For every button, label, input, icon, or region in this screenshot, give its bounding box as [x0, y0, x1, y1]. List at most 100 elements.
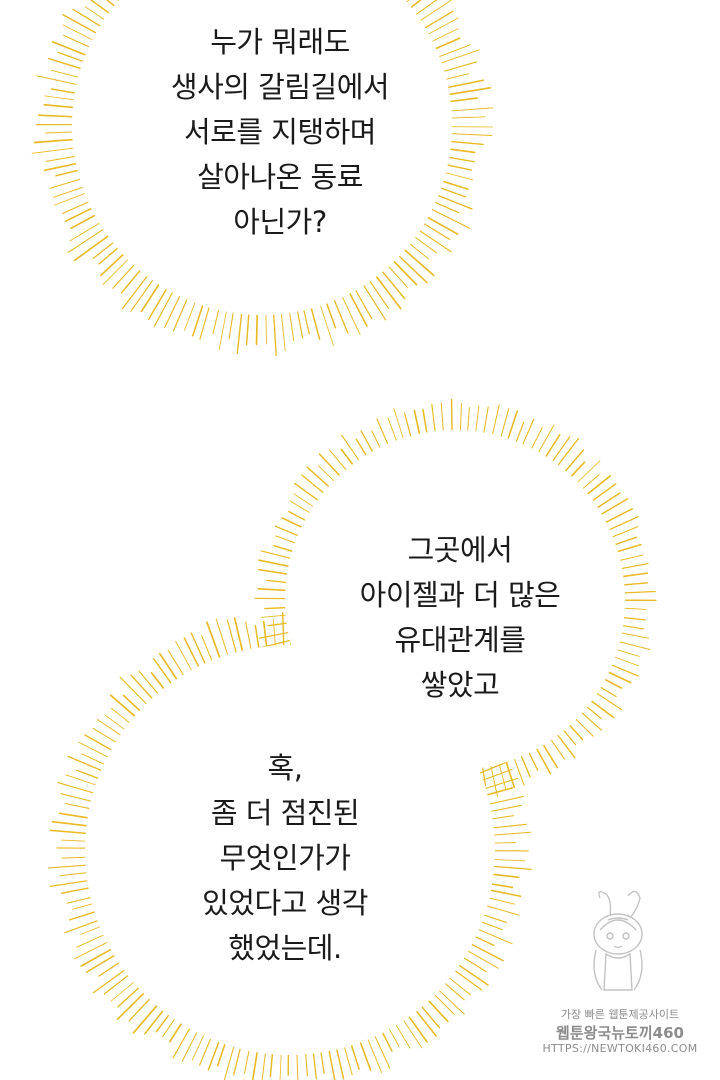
burst-ray	[74, 940, 112, 960]
burst-ray	[64, 802, 94, 810]
burst-ray	[482, 904, 520, 916]
burst-ray	[49, 879, 92, 888]
burst-ray	[172, 295, 190, 332]
burst-ray	[61, 886, 94, 894]
burst-ray	[130, 674, 156, 703]
burst-ray	[102, 256, 132, 286]
burst-ray	[562, 449, 585, 475]
burst-ray	[366, 1035, 383, 1073]
burst-ray	[613, 543, 642, 554]
burst-ray	[619, 616, 646, 621]
burst-ray	[119, 676, 150, 708]
burst-ray	[54, 191, 89, 206]
burst-ray	[393, 1021, 411, 1049]
burst-ray	[85, 952, 119, 973]
burst-ray	[428, 28, 459, 44]
watermark-url: HTTPS://NEWTOKI460.COM	[542, 1042, 698, 1055]
burst-ray	[425, 997, 449, 1023]
burst-ray	[587, 698, 615, 719]
bubble-1-line-5: 아닌가?	[233, 205, 327, 239]
burst-ray	[372, 1032, 391, 1069]
burst-ray	[481, 777, 518, 791]
burst-ray	[233, 617, 245, 656]
burst-ray	[216, 1039, 227, 1067]
burst-ray	[440, 402, 444, 435]
burst-ray	[489, 865, 532, 870]
burst-ray	[168, 1019, 185, 1043]
burst-ray	[207, 1037, 221, 1071]
burst-ray	[60, 793, 96, 803]
burst-ray	[272, 309, 277, 357]
burst-ray	[272, 619, 277, 650]
burst-ray	[128, 995, 153, 1022]
burst-ray	[407, 0, 422, 11]
burst-ray	[482, 406, 489, 437]
burst-ray	[201, 635, 214, 665]
burst-ray	[98, 960, 123, 977]
burst-ray	[607, 662, 640, 677]
burst-ray	[421, 10, 454, 31]
burst-ray	[62, 199, 93, 214]
bubble-1-line-2: 생사의 갈림길에서	[170, 70, 390, 104]
burst-ray	[130, 276, 156, 312]
burst-ray	[380, 1028, 393, 1052]
burst-ray	[413, 409, 422, 439]
burst-ray	[574, 460, 601, 486]
burst-ray	[199, 303, 211, 340]
burst-ray	[579, 474, 600, 492]
bubble-2-line-2: 아이젤과 더 많은	[359, 578, 561, 612]
burst-ray	[257, 568, 292, 576]
burst-ray	[215, 618, 230, 660]
burst-ray	[512, 754, 525, 786]
burst-ray	[444, 156, 476, 163]
burst-ray	[617, 631, 650, 639]
burst-ray	[447, 107, 494, 112]
burst-ray	[379, 267, 406, 300]
burst-ray	[332, 296, 349, 334]
burst-ray	[144, 1006, 167, 1035]
bubble-1-line-1: 누가 뭐래도	[210, 25, 350, 59]
burst-ray	[162, 1015, 178, 1037]
speech-bubble-2-text: 그곳에서 아이젤과 더 많은 유대관계를 쌓았고	[290, 528, 630, 708]
burst-ray	[45, 131, 77, 134]
burst-ray	[226, 619, 238, 657]
burst-ray	[191, 1031, 206, 1061]
burst-ray	[443, 163, 473, 171]
burst-ray	[33, 138, 78, 144]
burst-ray	[288, 308, 295, 342]
burst-ray	[601, 508, 633, 525]
burst-ray	[51, 41, 90, 58]
burst-ray	[486, 804, 522, 813]
burst-ray	[58, 812, 93, 820]
burst-ray	[504, 757, 516, 789]
burst-ray	[80, 946, 116, 967]
burst-ray	[158, 652, 180, 684]
burst-ray	[96, 719, 125, 738]
burst-ray	[281, 517, 306, 530]
burst-ray	[349, 1040, 360, 1070]
burst-ray	[67, 226, 108, 253]
burst-ray	[31, 147, 78, 154]
burst-ray	[460, 955, 487, 973]
burst-ray	[617, 563, 649, 570]
burst-ray	[260, 550, 295, 560]
burst-ray	[167, 649, 186, 679]
burst-ray	[57, 782, 98, 795]
burst-ray	[341, 434, 362, 464]
burst-ray	[64, 206, 96, 223]
burst-ray	[233, 1044, 242, 1076]
burst-ray	[155, 1011, 172, 1033]
burst-ray	[543, 434, 561, 461]
speech-bubble-1-body	[72, 0, 452, 315]
burst-ray	[53, 185, 87, 198]
burst-ray	[435, 987, 465, 1015]
burst-ray	[48, 864, 91, 869]
burst-ray	[254, 625, 261, 653]
burst-ray	[55, 168, 83, 177]
burst-ray	[269, 1049, 274, 1078]
burst-ray	[431, 37, 461, 51]
bubble-2-line-3: 유대관계를	[394, 623, 526, 657]
burst-ray	[445, 147, 476, 154]
burst-ray	[261, 614, 291, 618]
burst-ray	[76, 932, 108, 948]
